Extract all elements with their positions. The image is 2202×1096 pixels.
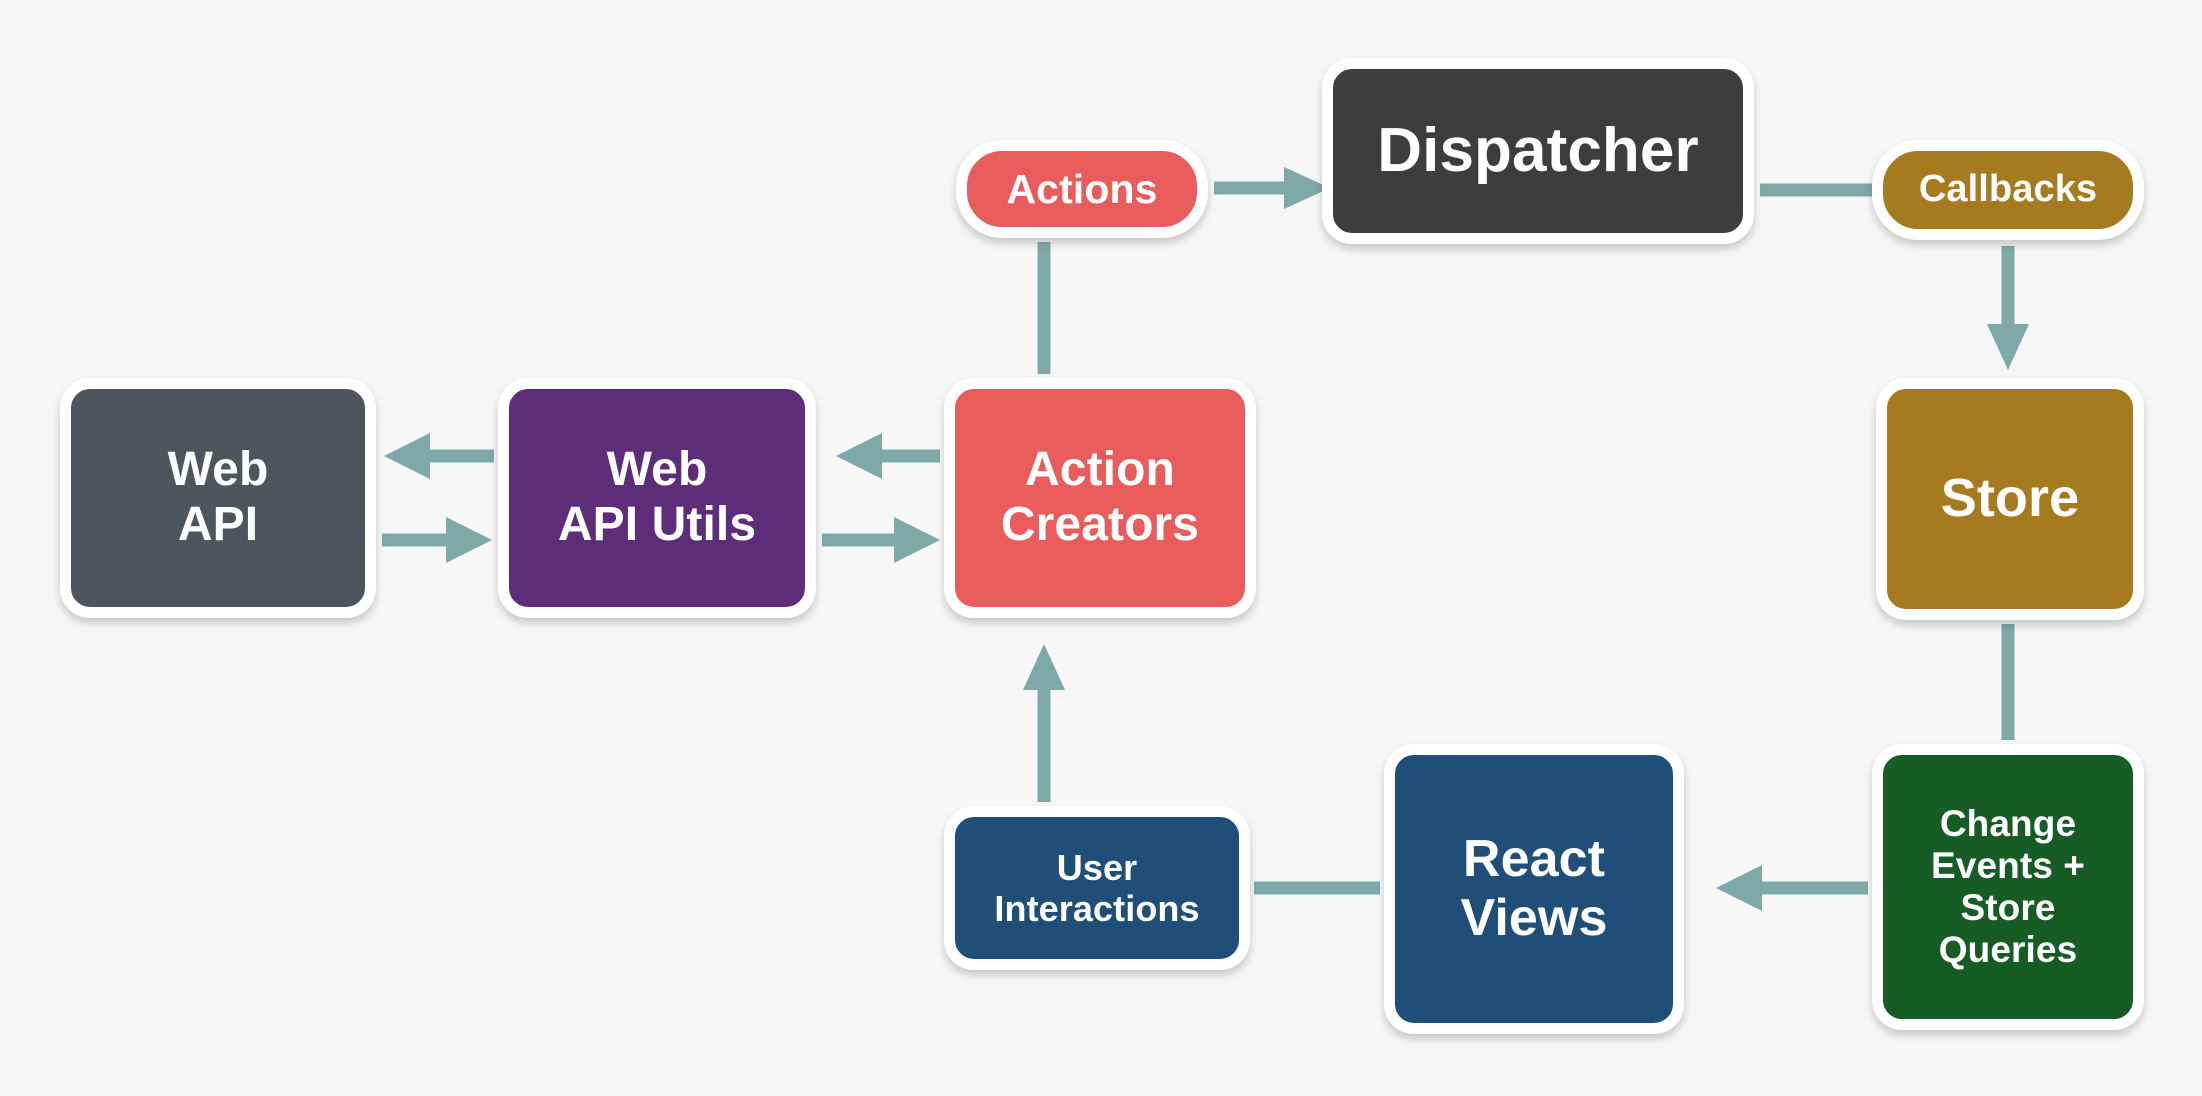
node-dispatcher-label: Dispatcher — [1377, 115, 1699, 185]
edge-callbacks-to-store — [1987, 246, 2029, 370]
node-web-api-label: Web API — [167, 443, 269, 551]
node-callbacks-label: Callbacks — [1918, 168, 2098, 211]
edge-actions-to-dispatcher — [1214, 167, 1330, 209]
node-web-api-utils-label: Web API Utils — [557, 443, 757, 551]
node-callbacks[interactable]: Callbacks — [1872, 140, 2144, 240]
edge-action-creators-to-web-api-utils — [836, 433, 940, 479]
node-dispatcher[interactable]: Dispatcher — [1322, 58, 1754, 244]
node-action-creators-label: Action Creators — [1000, 443, 1200, 551]
edge-web-api-utils-to-action-creators — [822, 517, 940, 563]
edge-change-events-to-react-views — [1716, 865, 1868, 911]
node-change-events-store-queries[interactable]: Change Events + Store Queries — [1872, 744, 2144, 1030]
edge-user-interactions-to-action-creators — [1023, 644, 1065, 802]
node-store[interactable]: Store — [1876, 378, 2144, 620]
node-react-views[interactable]: React Views — [1384, 744, 1684, 1034]
node-store-label: Store — [1940, 468, 2080, 529]
node-change-events-store-queries-label: Change Events + Store Queries — [1930, 802, 2086, 971]
node-action-creators[interactable]: Action Creators — [944, 378, 1256, 618]
edge-web-api-to-web-api-utils — [382, 517, 492, 563]
node-user-interactions-label: User Interactions — [994, 846, 1200, 929]
node-web-api[interactable]: Web API — [60, 378, 376, 618]
node-user-interactions[interactable]: User Interactions — [944, 806, 1250, 970]
node-actions[interactable]: Actions — [956, 140, 1208, 238]
edge-web-api-utils-to-web-api — [384, 433, 494, 479]
node-web-api-utils[interactable]: Web API Utils — [498, 378, 816, 618]
node-actions-label: Actions — [1006, 165, 1158, 212]
node-react-views-label: React Views — [1460, 829, 1608, 947]
